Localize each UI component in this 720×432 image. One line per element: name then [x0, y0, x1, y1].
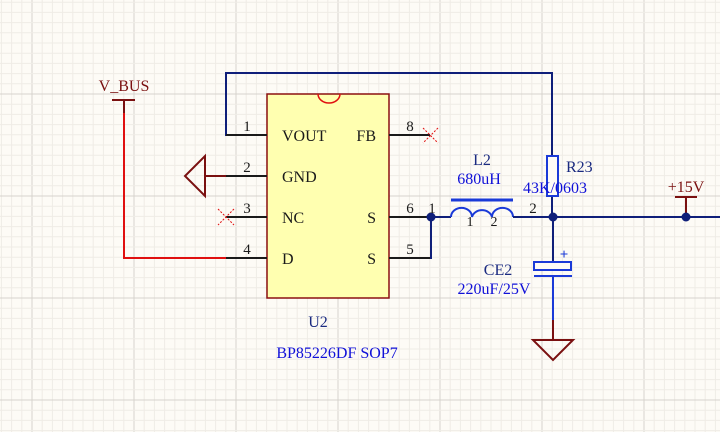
- resistor-icon: [546, 155, 559, 197]
- power-port-label: +15V: [668, 179, 705, 196]
- u2-pin-8[interactable]: 8 FB: [356, 119, 430, 145]
- pin-name: FB: [356, 128, 376, 145]
- capacitor-positive-plate: [533, 261, 572, 271]
- l2-value: 680uH: [457, 171, 501, 188]
- u2-pin-3[interactable]: 3 NC: [226, 201, 304, 227]
- pin-number: 6: [406, 201, 414, 217]
- pin-name: S: [367, 210, 376, 227]
- inductor-pin-label: 1: [467, 215, 474, 230]
- component-r23[interactable]: R23 43K/0603: [523, 155, 593, 217]
- component-u2[interactable]: 1 VOUT 2 GND 3 NC 4 D 8 FB 6 S: [226, 93, 430, 362]
- ground-symbol-ce2[interactable]: [530, 320, 576, 362]
- u2-pin-2[interactable]: 2 GND: [226, 160, 317, 186]
- ce2-designator: CE2: [484, 262, 512, 279]
- u2-pin-1[interactable]: 1 VOUT: [226, 119, 327, 145]
- pin-name: VOUT: [282, 128, 327, 145]
- pin-number: 5: [406, 242, 414, 258]
- component-ce2[interactable]: + CE2 220uF/25V: [458, 217, 572, 320]
- u2-comment: BP85226DF SOP7: [276, 345, 397, 362]
- pin-name: NC: [282, 210, 304, 227]
- r23-value: 43K/0603: [523, 180, 587, 197]
- pin-number: 3: [243, 201, 251, 217]
- ground-symbol-u2[interactable]: [183, 153, 226, 199]
- pin1-notch-icon: [317, 93, 341, 104]
- inductor-pin-label: 2: [491, 215, 498, 230]
- net-pin-label: 1: [428, 201, 436, 217]
- wire-vbus-to-d[interactable]: [123, 113, 226, 259]
- ground-icon: [183, 153, 206, 199]
- u2-pin-4[interactable]: 4 D: [226, 242, 294, 268]
- r23-designator: R23: [566, 159, 593, 176]
- pin-number: 4: [243, 242, 251, 258]
- power-port-15v[interactable]: +15V: [668, 179, 705, 217]
- l2-designator: L2: [473, 152, 491, 169]
- pin-number: 8: [406, 119, 414, 135]
- component-l2[interactable]: 1 2 L2 680uH: [450, 152, 514, 230]
- polarity-plus-icon: +: [560, 247, 569, 263]
- u2-pin-5[interactable]: 5 S: [367, 242, 430, 268]
- pin-number: 2: [243, 160, 251, 176]
- power-port-label: V_BUS: [99, 78, 150, 95]
- junction-15v: [681, 212, 691, 222]
- net-pin-label: 2: [529, 201, 537, 217]
- inductor-coil-icon: [450, 206, 514, 218]
- pin-name: S: [367, 251, 376, 268]
- no-erc-marker-pin8[interactable]: [422, 127, 439, 144]
- pin-name: GND: [282, 169, 317, 186]
- u2-designator: U2: [308, 314, 328, 331]
- u2-body: [266, 93, 390, 299]
- ce2-value: 220uF/25V: [458, 281, 531, 298]
- power-port-vbus[interactable]: V_BUS: [99, 78, 150, 113]
- wire-s-pins[interactable]: [430, 217, 432, 259]
- ground-icon: [530, 339, 576, 362]
- no-erc-marker-pin3[interactable]: [217, 208, 235, 226]
- pin-number: 1: [243, 119, 251, 135]
- junction-s-node: [426, 212, 436, 222]
- pin-name: D: [282, 251, 294, 268]
- u2-pin-6[interactable]: 6 S: [367, 201, 430, 227]
